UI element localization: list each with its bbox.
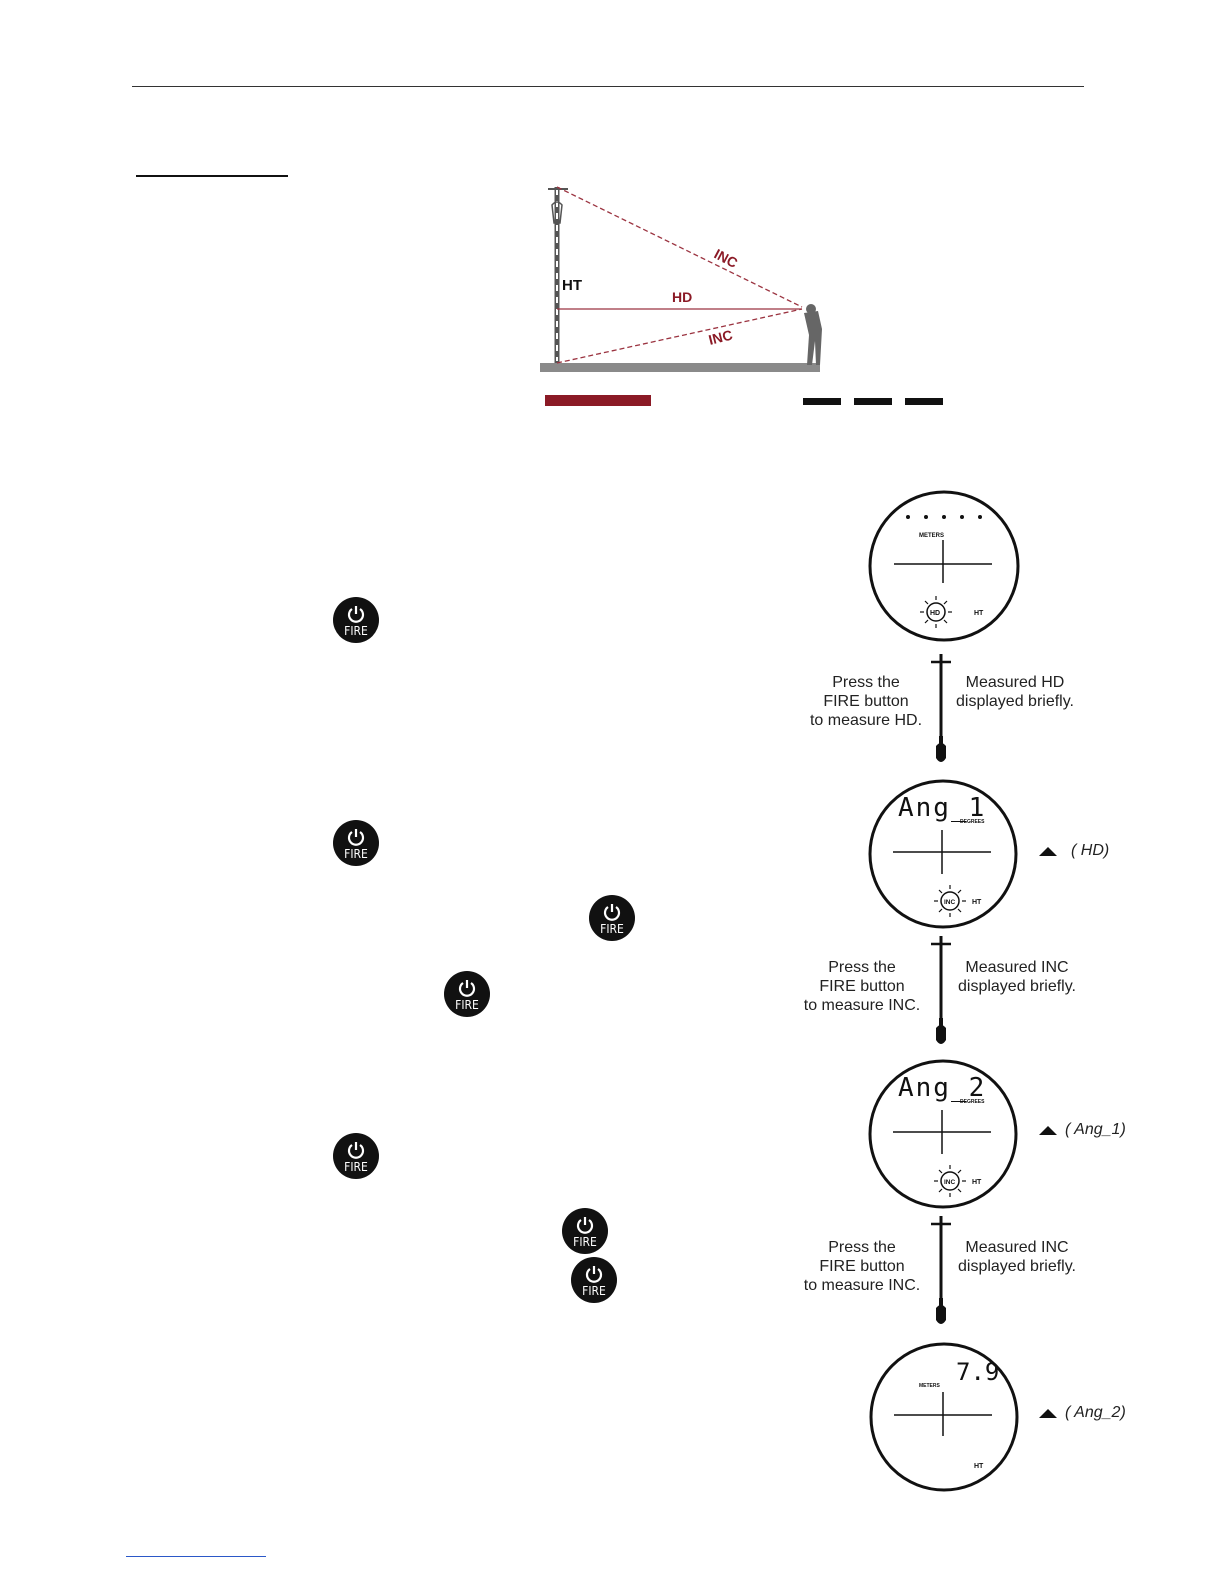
display-screen-4: 7.9 METERS HT	[869, 1342, 1019, 1492]
power-icon	[347, 605, 365, 623]
inc-mode-icon: INC	[934, 1165, 966, 1197]
svg-text:DEGREES: DEGREES	[960, 1099, 985, 1105]
svg-text:DEGREES: DEGREES	[960, 819, 985, 825]
up-triangle-icon	[1039, 1408, 1057, 1418]
fire-label: FIRE	[344, 623, 368, 638]
svg-text:HT: HT	[974, 1463, 984, 1470]
svg-text:METERS: METERS	[919, 533, 944, 539]
lcd-readout: 7.9	[956, 1358, 999, 1386]
ground	[540, 363, 820, 372]
fire-button-icon: FIRE	[589, 895, 635, 941]
fire-button-icon: FIRE	[333, 820, 379, 866]
up-triangle-icon	[1039, 846, 1057, 856]
svg-text:HT: HT	[972, 899, 982, 906]
fire-button-icon: FIRE	[444, 971, 490, 1017]
fire-label: FIRE	[455, 997, 479, 1012]
svg-text:METERS: METERS	[919, 1383, 941, 1389]
fire-button-icon: FIRE	[333, 597, 379, 643]
fire-label: FIRE	[582, 1283, 606, 1298]
fire-label: FIRE	[600, 921, 624, 936]
legend-dash-swatch	[905, 398, 943, 405]
svg-text:INC: INC	[944, 899, 956, 906]
reference-hd: ( HD)	[1039, 842, 1109, 860]
flow-arrow-3	[931, 1216, 951, 1324]
reference-ang-2: ( Ang_2)	[1039, 1404, 1126, 1422]
fire-button-icon: FIRE	[562, 1208, 608, 1254]
segment-dots	[906, 515, 982, 519]
person-icon	[804, 304, 822, 365]
power-icon	[603, 903, 621, 921]
power-icon	[347, 828, 365, 846]
flow-arrow-2	[931, 936, 951, 1044]
hd-label: HD	[672, 289, 692, 305]
footer-link-rule	[126, 1556, 266, 1557]
svg-text:HT: HT	[974, 610, 984, 617]
legend-dash-swatch	[854, 398, 892, 405]
up-triangle-icon	[1039, 1125, 1057, 1135]
lcd-readout: Ang_1	[898, 793, 986, 823]
display-screen-2: Ang_1 DEGREES INC HT	[868, 779, 1018, 929]
flow-arrow-1	[931, 654, 951, 762]
pointing-hand-icon	[936, 1305, 946, 1324]
inc-label-top: INC	[712, 246, 741, 271]
section-heading-underline	[136, 175, 288, 177]
pointing-hand-icon	[936, 743, 946, 762]
fire-button-icon: FIRE	[571, 1257, 617, 1303]
svg-text:INC: INC	[944, 1179, 956, 1186]
svg-text:HT: HT	[972, 1179, 982, 1186]
fire-label: FIRE	[344, 1159, 368, 1174]
legend-solid-swatch	[545, 395, 651, 406]
hd-mode-icon: HD	[920, 596, 952, 628]
inc-line-bottom	[556, 308, 803, 364]
legend-dash-swatch	[803, 398, 841, 405]
inc-mode-icon: INC	[934, 885, 966, 917]
reference-ang-1: ( Ang_1)	[1039, 1121, 1126, 1139]
height-measurement-diagram: HT HD INC INC	[540, 186, 822, 372]
power-icon	[585, 1265, 603, 1283]
fire-label: FIRE	[573, 1234, 597, 1249]
lcd-readout: Ang_2	[898, 1073, 986, 1103]
display-screen-3: Ang_2 DEGREES INC HT	[868, 1059, 1018, 1209]
power-icon	[458, 979, 476, 997]
fire-label: FIRE	[344, 846, 368, 861]
inc-line-top	[556, 186, 803, 308]
inc-label-bottom: INC	[707, 327, 734, 348]
lineman-icon	[551, 201, 563, 224]
power-icon	[347, 1141, 365, 1159]
header-rule	[132, 86, 1084, 87]
ht-label: HT	[562, 277, 582, 294]
svg-text:HD: HD	[930, 610, 940, 617]
fire-button-icon: FIRE	[333, 1133, 379, 1179]
display-screen-1: METERS HD HT	[868, 490, 1020, 642]
power-icon	[576, 1216, 594, 1234]
pointing-hand-icon	[936, 1025, 946, 1044]
